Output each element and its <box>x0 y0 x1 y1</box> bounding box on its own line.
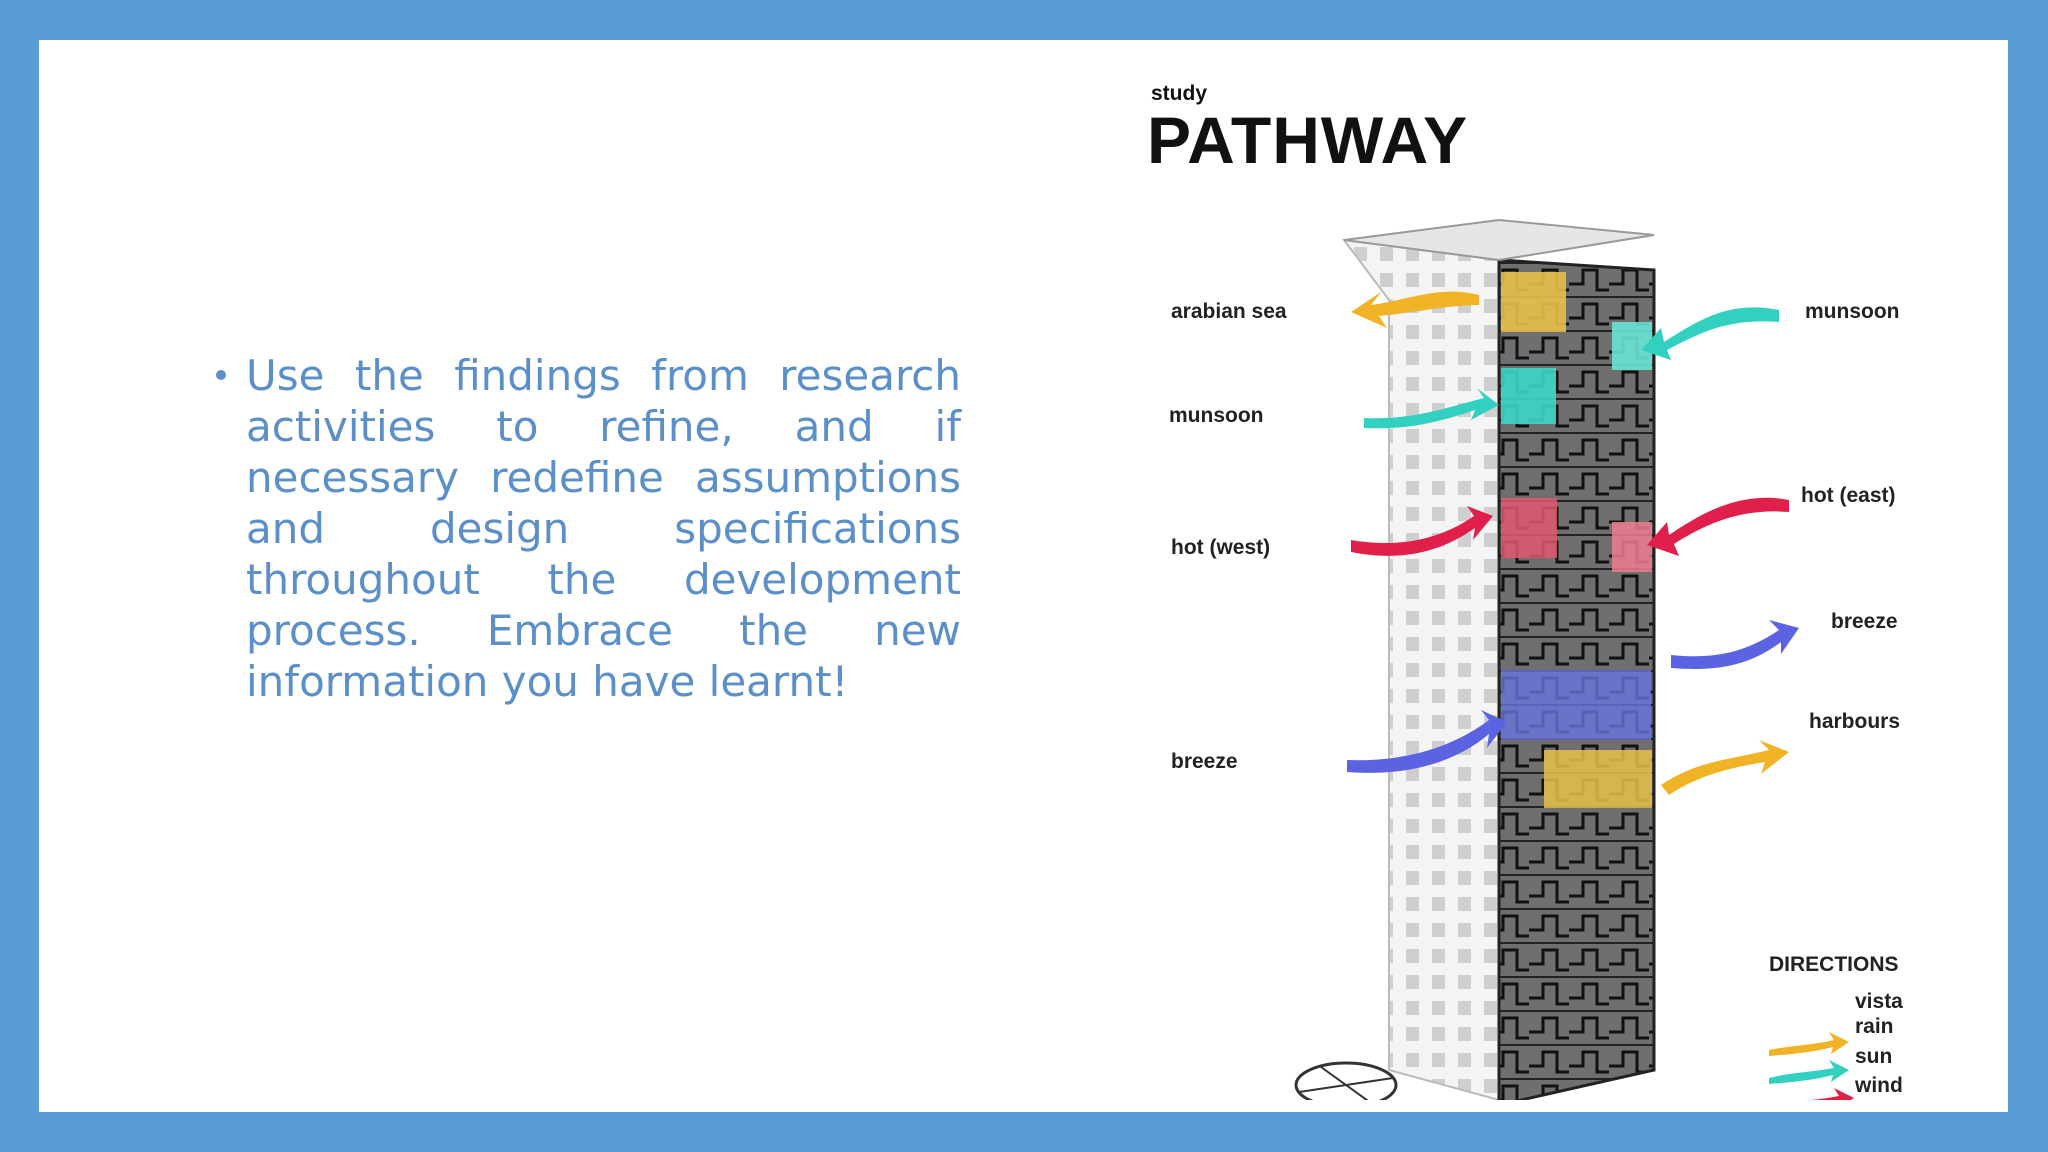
legend-sun-icon <box>1810 1088 1854 1100</box>
label-breeze-left: breeze <box>1171 750 1238 773</box>
sun-room-right <box>1612 522 1652 572</box>
rain-room-left <box>1501 368 1556 424</box>
vista-room <box>1501 272 1566 332</box>
harbour-room <box>1544 750 1652 808</box>
compass-icon <box>1294 1061 1398 1100</box>
wind-room <box>1501 670 1651 740</box>
legend-rain-icon <box>1769 1060 1849 1084</box>
arrow-hot-east <box>1647 497 1789 556</box>
legend-label-sun: sun <box>1855 1045 1893 1068</box>
pathway-title: PATHWAY <box>1147 103 1469 177</box>
bullet-item: Use the findings from research activitie… <box>216 350 961 707</box>
slide: Use the findings from research activitie… <box>39 40 2008 1112</box>
tower-roof <box>1343 218 1655 262</box>
sun-room-left <box>1501 498 1557 558</box>
legend-label-wind: wind <box>1855 1074 1903 1097</box>
arrow-harbours <box>1661 740 1789 795</box>
legend-label-vista: vista <box>1855 990 1903 1013</box>
study-label: study <box>1151 82 1208 105</box>
label-munsoon-left: munsoon <box>1169 404 1264 427</box>
arrow-breeze-left <box>1347 710 1507 773</box>
arrow-munsoon-left <box>1364 388 1499 429</box>
arrow-vista-left <box>1351 291 1479 328</box>
arrow-munsoon-right <box>1641 307 1779 360</box>
arrow-breeze-right <box>1671 620 1799 669</box>
bullet-list: Use the findings from research activitie… <box>216 350 961 707</box>
tower-illustration <box>1294 218 1854 1100</box>
label-arabian-sea: arabian sea <box>1171 300 1287 323</box>
pathway-diagram: study PATHWAY <box>1089 60 1919 1100</box>
label-breeze-right: breeze <box>1831 610 1898 633</box>
arrow-hot-west <box>1351 506 1493 556</box>
tower-left-facade <box>1341 238 1500 1100</box>
label-munsoon-right: munsoon <box>1805 300 1900 323</box>
bullet-text: Use the findings from research activitie… <box>246 351 961 706</box>
label-hot-west: hot (west) <box>1171 536 1271 559</box>
label-hot-east: hot (east) <box>1801 484 1896 507</box>
bullet-dot <box>216 370 226 380</box>
legend-vista-icon <box>1769 1032 1849 1056</box>
legend-label-rain: rain <box>1855 1015 1894 1038</box>
legend-title: DIRECTIONS <box>1769 953 1899 976</box>
label-harbours: harbours <box>1809 710 1901 733</box>
